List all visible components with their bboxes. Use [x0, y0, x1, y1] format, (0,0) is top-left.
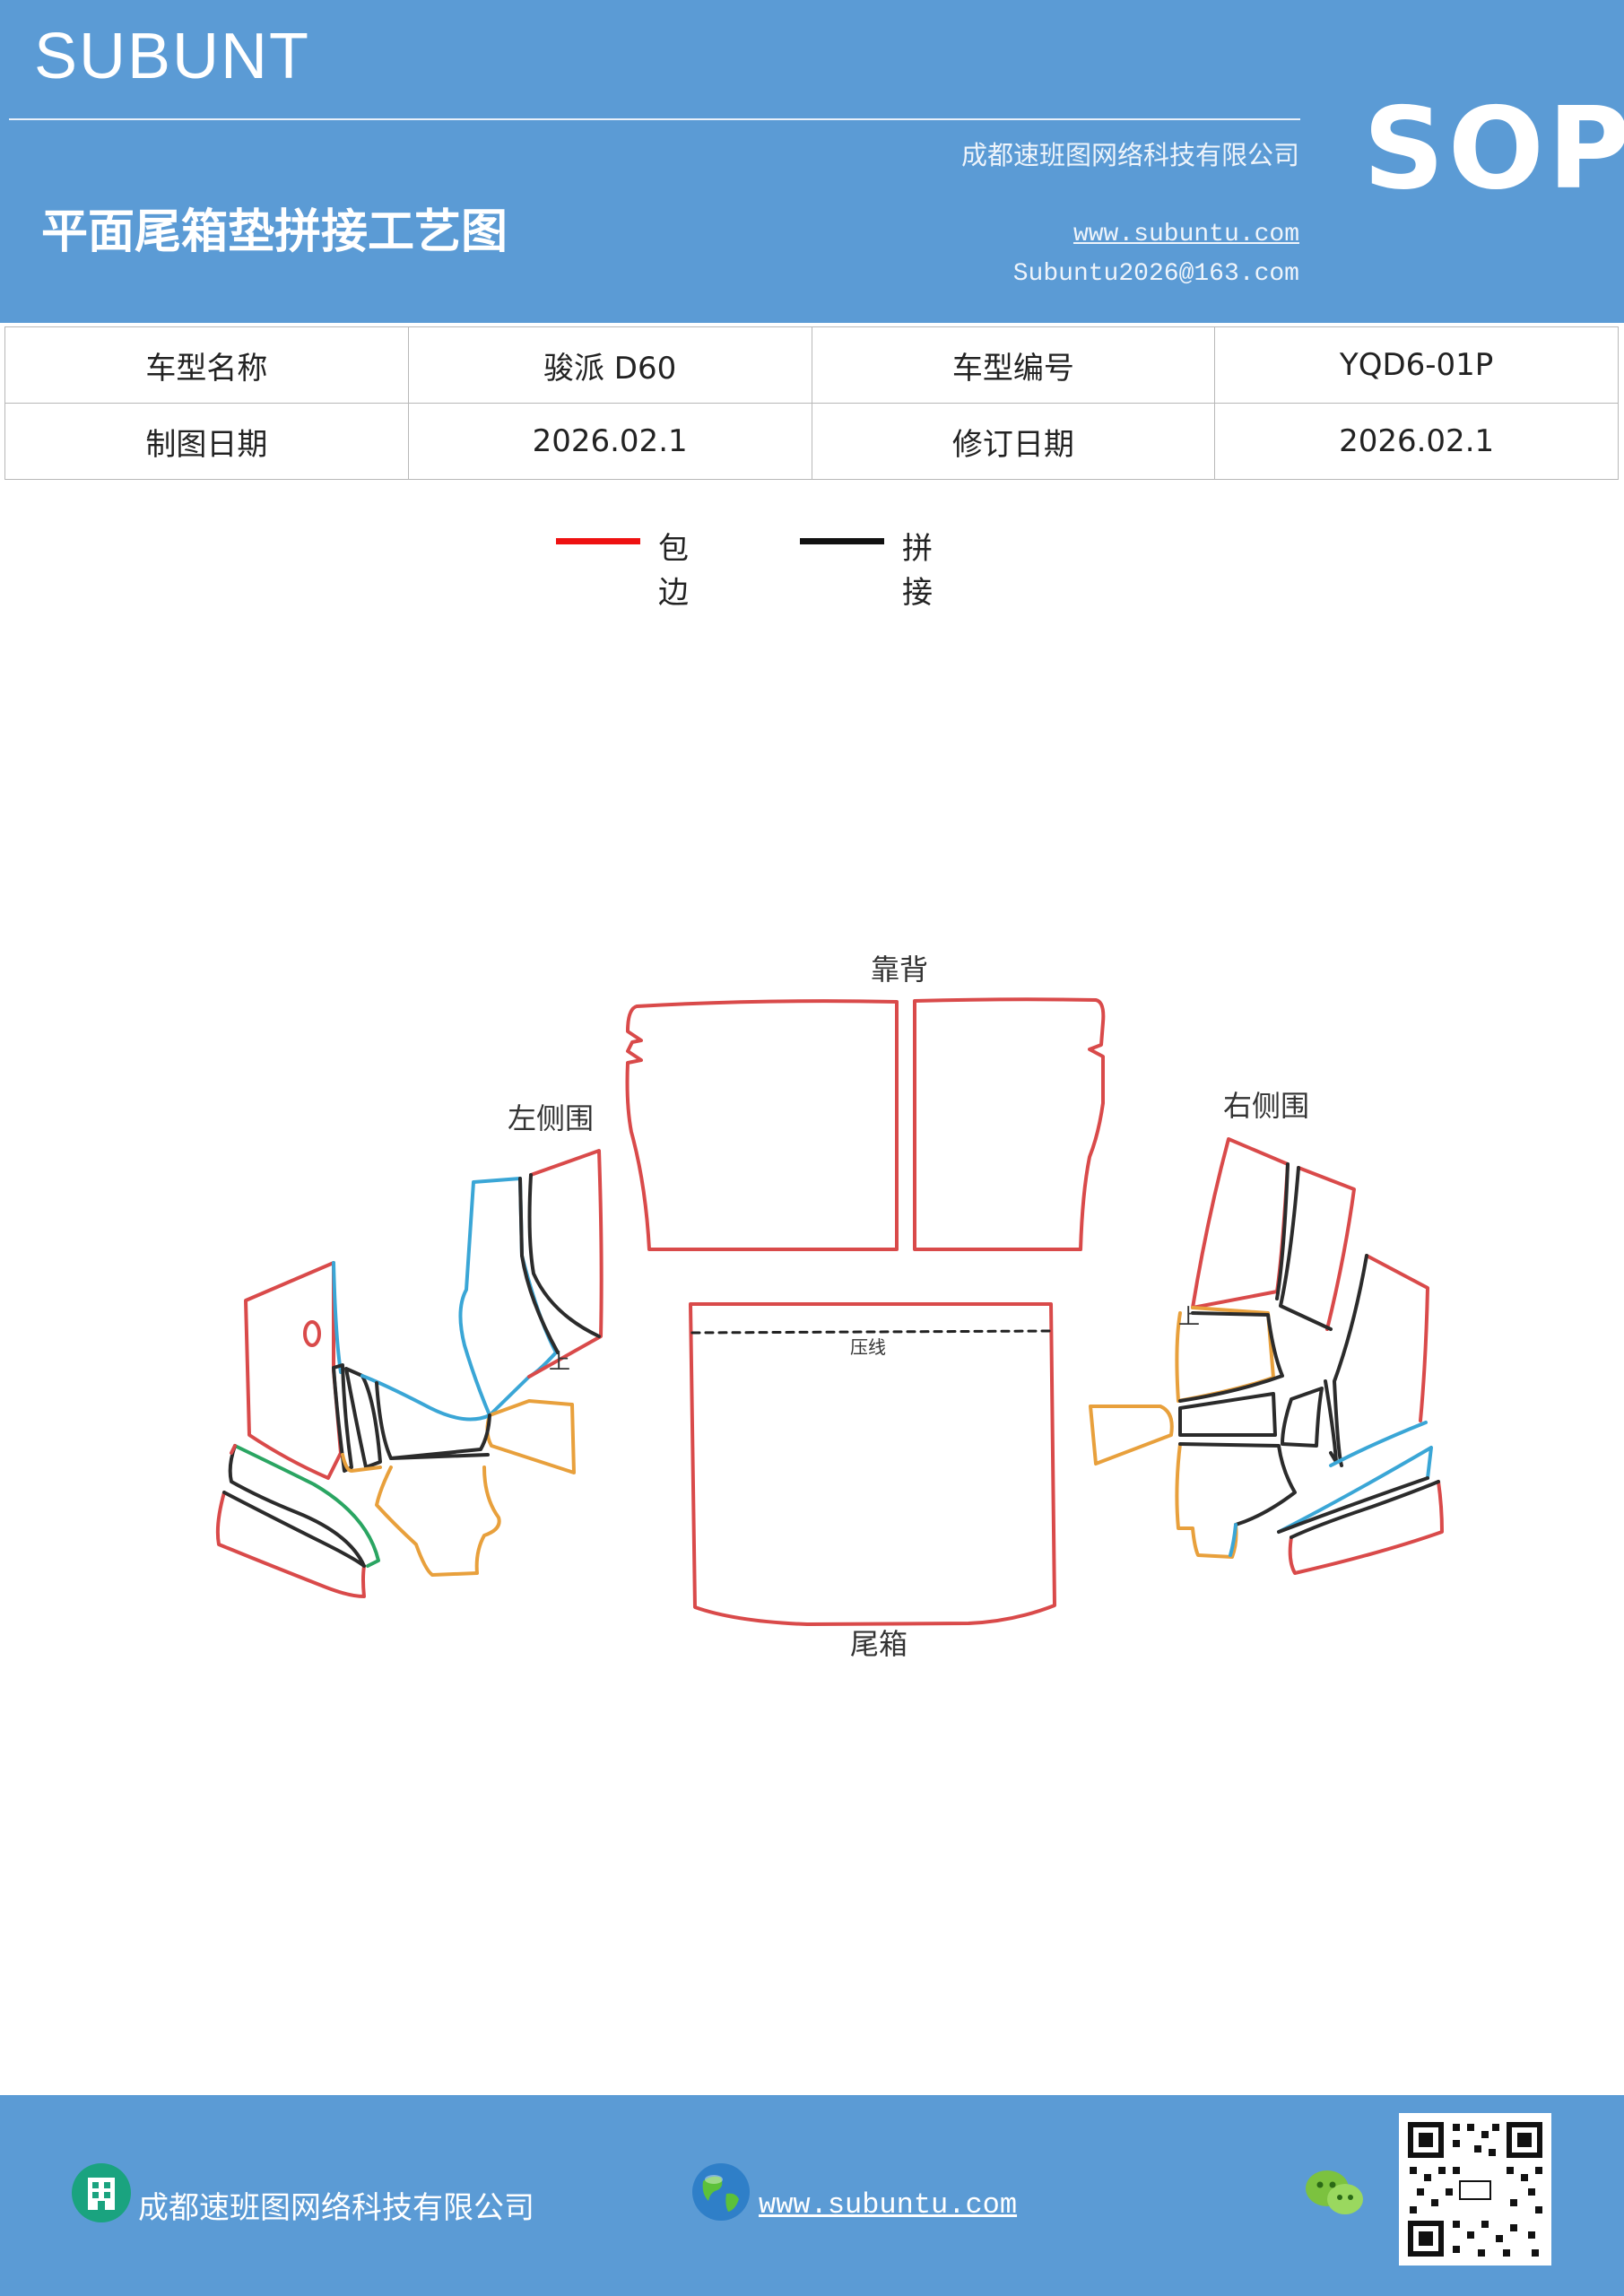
- website-link[interactable]: www.subuntu.com: [1073, 221, 1299, 248]
- brand-name: SUBUNT: [34, 21, 311, 92]
- model-code-value: YQD6-01P: [1214, 326, 1619, 404]
- left-bottom-strip-seam: [222, 1491, 366, 1568]
- right-second-panel: [1297, 1166, 1356, 1331]
- legend-swatch-red: [556, 538, 640, 544]
- company-name: 成都速班图网络科技有限公司: [960, 140, 1299, 170]
- crease-label: 压线: [850, 1336, 886, 1358]
- left-red-tip: [230, 1444, 237, 1455]
- right-third-panel: [1365, 1254, 1429, 1422]
- left-side-label: 左侧围: [508, 1101, 594, 1135]
- trunk-label: 尾箱: [850, 1627, 908, 1661]
- header-banner: SUBUNT 成都速班图网络科技有限公司 平面尾箱垫拼接工艺图 www.subu…: [0, 0, 1624, 323]
- backrest-right-panel: [913, 997, 1106, 1251]
- right-side-label: 右侧围: [1223, 1089, 1309, 1123]
- left-bottom-orange: [375, 1465, 501, 1577]
- left-far-blue-edge: [332, 1261, 343, 1374]
- wechat-icon[interactable]: [1304, 2167, 1367, 2221]
- left-upper-piece-c: [527, 1149, 604, 1378]
- draw-date-label: 制图日期: [4, 403, 409, 480]
- sop-badge: SOP: [1363, 83, 1624, 214]
- right-upper-panel: [1191, 1137, 1290, 1309]
- left-cutout-oval: [303, 1320, 321, 1347]
- model-name-value: 骏派 D60: [407, 326, 812, 404]
- backrest-label: 靠背: [871, 952, 928, 987]
- right-bottom-seam: [1178, 1442, 1297, 1526]
- left-orange-notch: [341, 1453, 382, 1473]
- footer-company-name: 成都速班图网络科技有限公司: [138, 2190, 534, 2226]
- table-row: 制图日期 2026.02.1 修订日期 2026.02.1: [4, 403, 1619, 480]
- crease-line: [690, 1329, 1053, 1335]
- building-icon: [72, 2163, 131, 2222]
- right-third-seam: [1333, 1254, 1368, 1467]
- trunk-mat-diagram: 靠背 左侧围 右侧围 尾箱 压线 上 上: [215, 952, 1444, 1661]
- left-narrow-strip-a: [332, 1363, 353, 1473]
- right-lower-seam: [1178, 1392, 1277, 1437]
- footer-banner: 成都速班图网络科技有限公司 www.subuntu.com: [0, 2095, 1624, 2296]
- right-bottom-strip: [1288, 1480, 1444, 1575]
- legend-label-edge: 包边: [658, 531, 689, 611]
- header-divider: [9, 118, 1300, 120]
- left-bottom-strip: [215, 1491, 366, 1598]
- legend-label-seam: 拼接: [902, 531, 933, 611]
- globe-icon: [692, 2163, 750, 2221]
- left-mid-seam: [375, 1381, 491, 1460]
- left-narrow-strip-b: [344, 1367, 382, 1469]
- right-upper-seam: [1275, 1162, 1290, 1300]
- backrest-left-panel: [625, 999, 899, 1251]
- left-small-orange: [485, 1399, 576, 1474]
- left-far-panel: [244, 1261, 343, 1480]
- footer-website-link[interactable]: www.subuntu.com: [759, 2188, 1018, 2222]
- left-upper-piece-c-seam: [527, 1173, 601, 1338]
- table-row: 车型名称 骏派 D60 车型编号 YQD6-01P: [4, 326, 1619, 404]
- left-upper-piece-b: [518, 1177, 560, 1354]
- up-marker-left: 上: [549, 1349, 570, 1374]
- right-blue-strip: [1229, 1421, 1433, 1557]
- left-green-strip: [233, 1444, 380, 1568]
- right-second-seam: [1279, 1166, 1333, 1331]
- model-name-label: 车型名称: [4, 326, 409, 404]
- legend-swatch-black: [800, 538, 884, 544]
- revise-date-value: 2026.02.1: [1214, 403, 1619, 480]
- right-bottom-panel: [1175, 1442, 1238, 1559]
- model-code-label: 车型编号: [811, 326, 1216, 404]
- left-strip-seam-a: [228, 1444, 366, 1568]
- right-small-parts: [1281, 1379, 1338, 1464]
- qr-code[interactable]: [1399, 2113, 1551, 2266]
- right-bottom-strip-seam: [1290, 1480, 1440, 1539]
- up-marker-right: 上: [1178, 1304, 1200, 1329]
- left-upper-piece-a: [458, 1177, 558, 1417]
- trunk-main-panel: [689, 1302, 1056, 1626]
- right-blue-strip-seam: [1277, 1476, 1429, 1534]
- document-title: 平面尾箱垫拼接工艺图: [41, 205, 508, 259]
- right-mid-seam: [1178, 1311, 1284, 1403]
- draw-date-value: 2026.02.1: [407, 403, 812, 480]
- revise-date-label: 修订日期: [811, 403, 1216, 480]
- right-tab-orange: [1089, 1405, 1174, 1465]
- email-address[interactable]: Subuntu2026@163.com: [1012, 260, 1299, 288]
- vehicle-info-table: 车型名称 骏派 D60 车型编号 YQD6-01P 制图日期 2026.02.1…: [4, 326, 1619, 480]
